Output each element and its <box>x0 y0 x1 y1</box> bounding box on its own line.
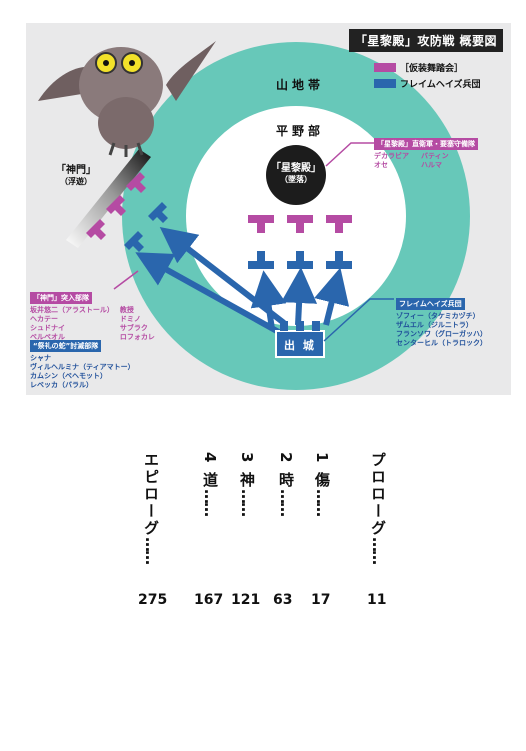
snake-squad-units <box>124 202 168 252</box>
name-item: ヴィルヘルミナ（ティアマトー） <box>30 363 135 371</box>
flame-leader <box>323 298 394 342</box>
assault-caption: 「神門」突入部隊 坂井悠二（アラストール） ヘカテー シュドナイ ベルペオル 教… <box>30 285 155 342</box>
toc-leader: …… <box>238 488 256 515</box>
gate-label: 「神門」 （浮遊） <box>56 161 96 187</box>
name-item: 教授 <box>119 306 134 314</box>
name-item: ゾフィー（タケミカヅチ） <box>396 312 480 320</box>
outer-ring-label: 山地帯 <box>276 78 325 92</box>
name-item: ドミノ <box>119 315 141 323</box>
center-core <box>266 145 326 205</box>
name-item: シュドナイ <box>30 324 65 332</box>
name-item: ハルマ <box>421 161 442 169</box>
name-item: デカラビア <box>374 152 409 160</box>
flame-names: ゾフィー（タケミカヅチ） ザムエル（ジルニトラ） フランソワ（グローガッハ） セ… <box>396 312 487 348</box>
toc-entry-1[interactable]: 1 傷…… <box>312 452 333 515</box>
snake-tag: “祭礼の蛇”討滅部隊 <box>30 340 102 352</box>
inner-ring-label: 平野部 <box>276 124 325 138</box>
toc-entry-3[interactable]: 3 神…… <box>237 452 258 515</box>
assault-tag: 「神門」突入部隊 <box>30 292 92 304</box>
toc-page-epilogue: 275 <box>138 592 168 608</box>
overview-map: 「星黎殿」攻防戦 概要図 ［仮装舞踏会］ フレイムヘイズ兵団 山地帯 平野部 「… <box>26 23 511 395</box>
legend-swatch-pink <box>374 63 396 72</box>
name-item: 坂井悠二（アラストール） <box>30 306 114 314</box>
name-item: ザムエル（ジルニトラ） <box>396 321 473 329</box>
name-item: ベルペオル <box>30 333 65 341</box>
center-label-name: 「星黎殿」 <box>271 163 321 174</box>
legend-label: ［仮装舞踏会］ <box>400 64 464 74</box>
gate-label-name: 「神門」 <box>56 165 96 176</box>
toc-page-3: 121 <box>231 592 261 608</box>
name-item: センターヒル（トラロック） <box>396 339 487 347</box>
toc-leader: …… <box>201 488 219 515</box>
legend-item-flame: フレイムヘイズ兵団 <box>374 77 481 90</box>
legend-item-masquerade: ［仮装舞踏会］ <box>374 61 463 74</box>
flame-units <box>248 251 352 269</box>
toc-title: 3 神 <box>238 452 256 489</box>
defense-tag: 「星黎殿」直衛軍・要塞守備隊 <box>374 138 478 150</box>
name-item: フランソワ（グローガッハ） <box>396 330 487 338</box>
sortie-fort <box>275 321 325 358</box>
center-label: 「星黎殿」 （墜落） <box>266 159 326 185</box>
map-title: 「星黎殿」攻防戦 概要図 <box>348 29 503 52</box>
defense-col1: デカラビア オセ <box>374 152 409 170</box>
toc-title: 1 傷 <box>313 452 331 489</box>
attack-arrows <box>135 226 350 338</box>
assault-col1: 坂井悠二（アラストール） ヘカテー シュドナイ ベルペオル <box>30 306 114 342</box>
toc-title: 4 道 <box>201 452 219 489</box>
name-item: ロフォカレ <box>119 333 155 341</box>
legend-label: フレイムヘイズ兵団 <box>400 80 481 90</box>
name-item: シャナ <box>30 354 51 362</box>
name-item: オセ <box>374 161 388 169</box>
toc-entry-4[interactable]: 4 道…… <box>200 452 221 515</box>
map-graphics <box>38 41 470 390</box>
assault-col2: 教授 ドミノ サブラク ロフォカレ <box>120 306 155 342</box>
owl-creature <box>38 41 216 157</box>
defense-leader <box>325 142 374 167</box>
legend-swatch-blue <box>374 79 396 88</box>
toc-title: 2 時 <box>277 452 295 489</box>
assault-units <box>86 172 146 240</box>
toc-page-1: 17 <box>311 592 331 608</box>
name-item: レベッカ（バラル） <box>30 381 93 389</box>
defense-caption: 「星黎殿」直衛軍・要塞守備隊 デカラビア オセ バティン ハルマ <box>374 131 478 170</box>
snake-caption: “祭礼の蛇”討滅部隊 シャナ ヴィルヘルミナ（ティアマトー） カムシン（ベヘモッ… <box>30 333 135 390</box>
toc-leader: …… <box>277 488 295 515</box>
flame-tag: フレイムヘイズ兵団 <box>396 298 465 310</box>
toc-page-4: 167 <box>194 592 224 608</box>
sortie-label: 出 城 <box>284 339 316 352</box>
divine-gate <box>66 149 151 248</box>
defense-col2: バティン ハルマ <box>421 152 449 170</box>
toc-entry-epilogue[interactable]: エピローグ…… <box>141 452 162 563</box>
toc-entry-prologue[interactable]: プロローグ…… <box>368 452 389 563</box>
gate-label-state: （浮遊） <box>60 177 92 186</box>
assault-leader <box>113 270 139 290</box>
defense-units <box>248 215 352 233</box>
toc-page-prologue: 11 <box>367 592 387 608</box>
snake-names: シャナ ヴィルヘルミナ（ティアマトー） カムシン（ベヘモット） レベッカ（バラル… <box>30 354 135 390</box>
name-item: バティン <box>421 152 449 160</box>
toc-title: エピローグ <box>142 452 160 537</box>
toc-leader: …… <box>369 537 387 563</box>
toc-leader: …… <box>313 488 331 515</box>
center-label-state: （墜落） <box>280 175 312 184</box>
flame-caption: フレイムヘイズ兵団 ゾフィー（タケミカヅチ） ザムエル（ジルニトラ） フランソワ… <box>396 291 487 348</box>
name-item: ヘカテー <box>30 315 58 323</box>
toc-entry-2[interactable]: 2 時…… <box>276 452 297 515</box>
toc-title: プロローグ <box>369 452 387 537</box>
name-item: サブラク <box>119 324 148 332</box>
toc-page-2: 63 <box>273 592 293 608</box>
name-item: カムシン（ベヘモット） <box>30 372 107 380</box>
toc-leader: …… <box>142 537 160 563</box>
